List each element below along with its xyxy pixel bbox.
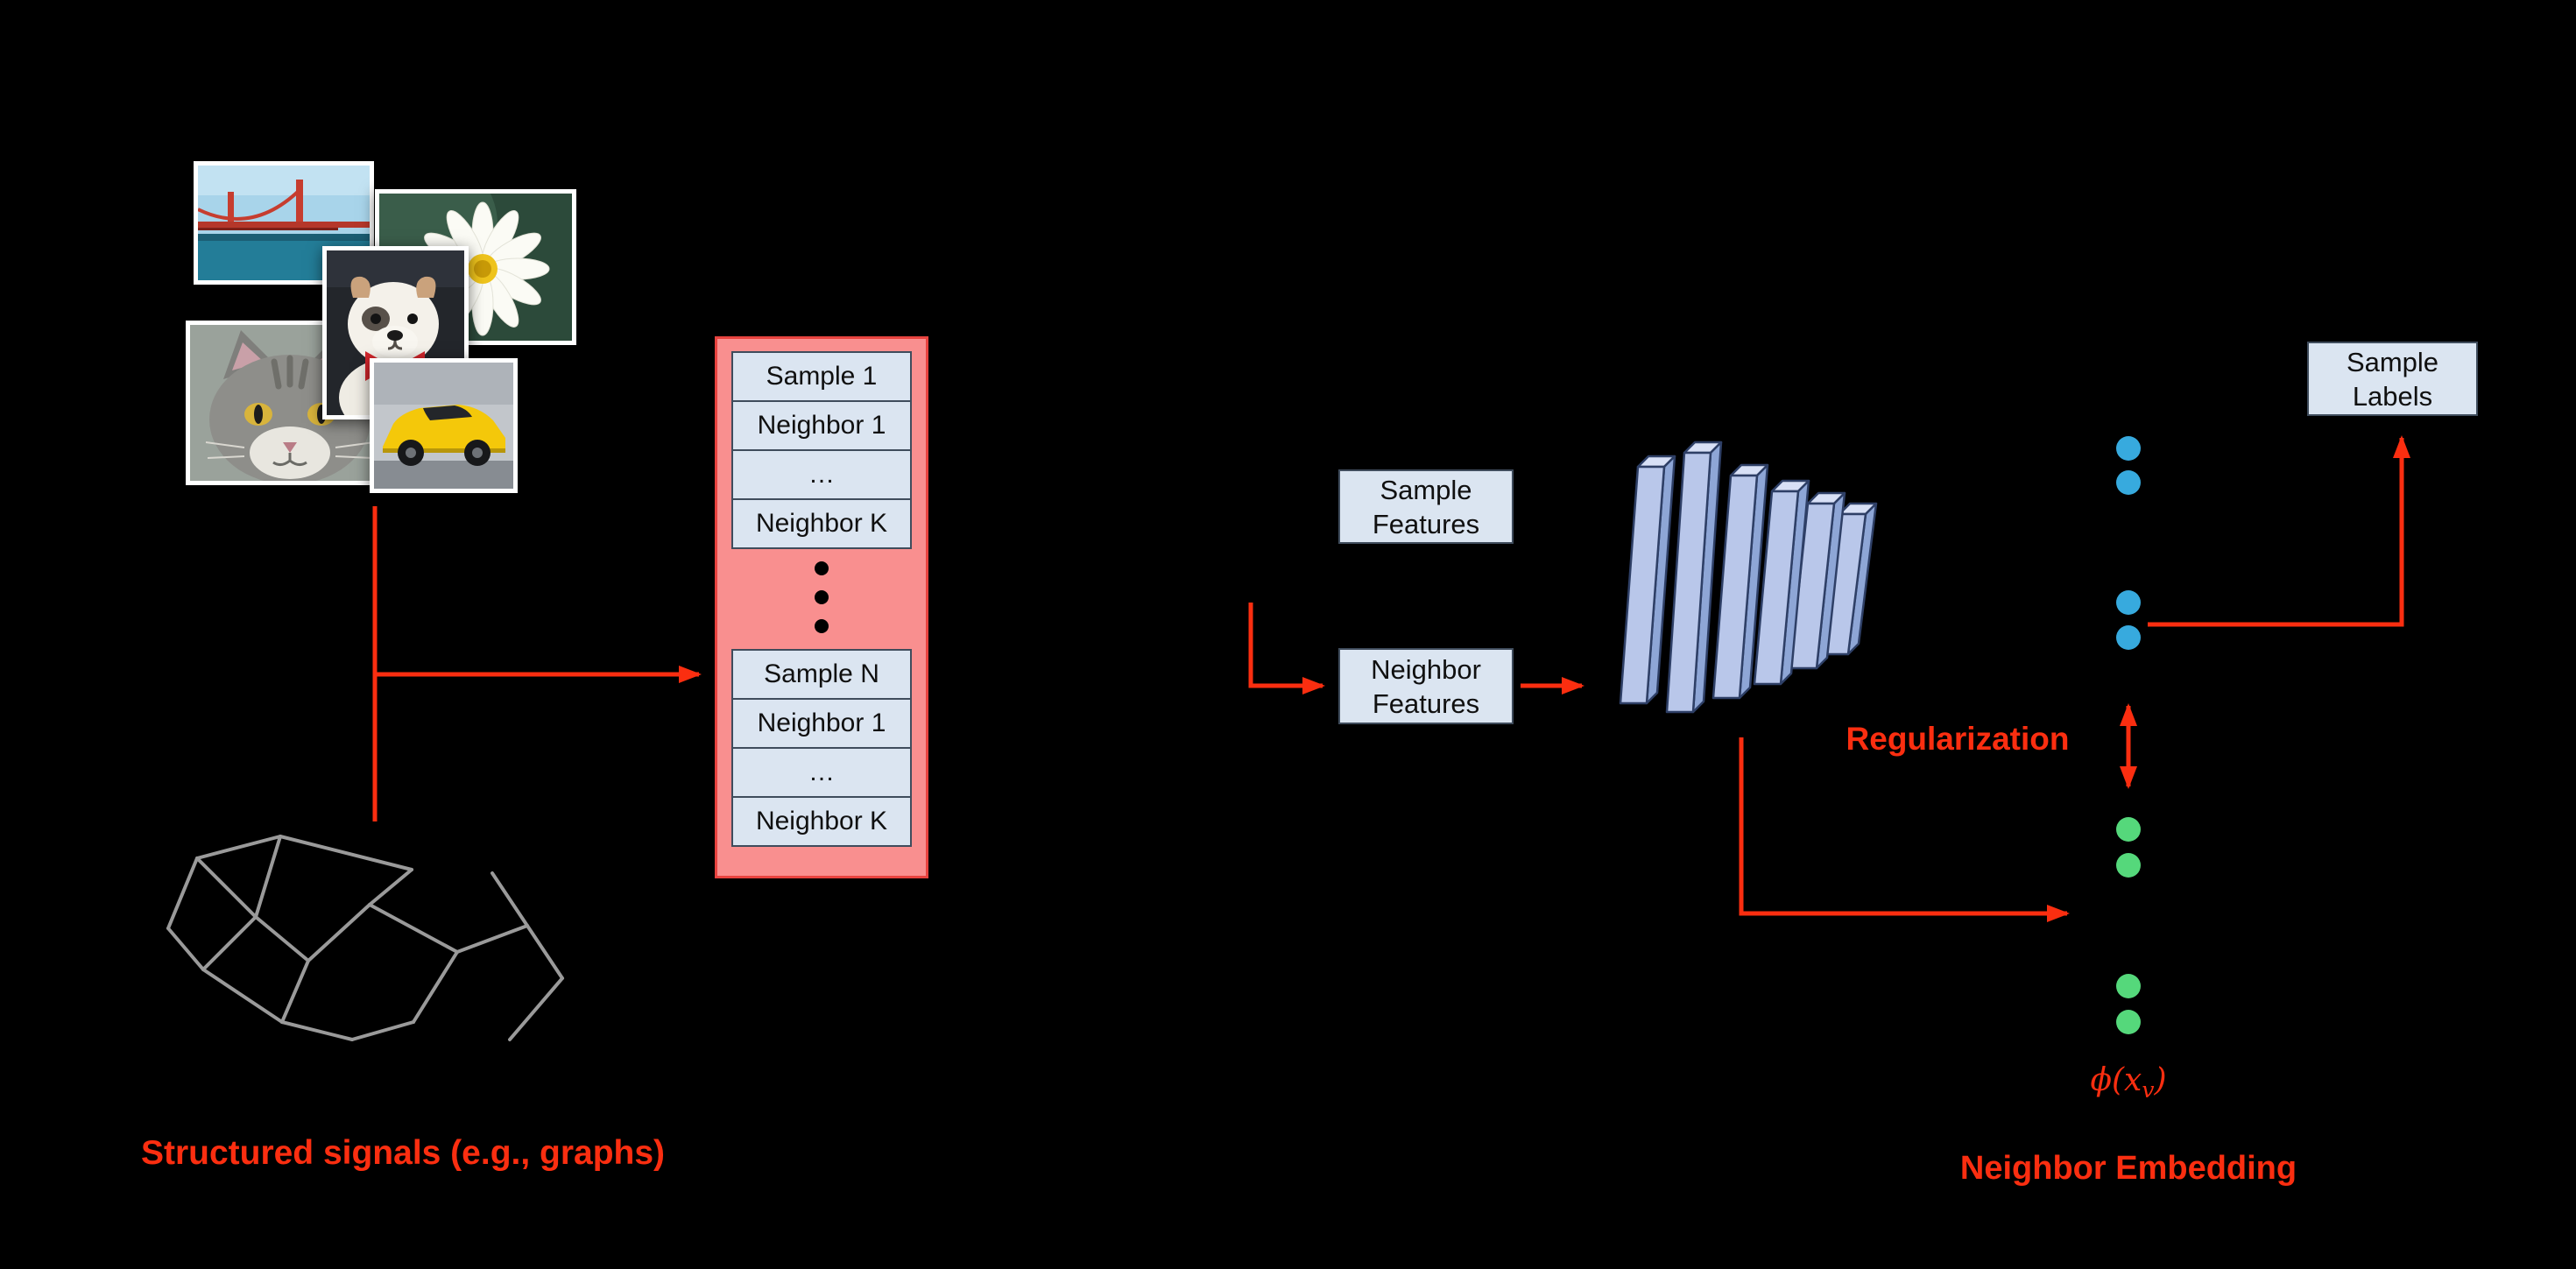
photo-yellow-sports-car bbox=[370, 358, 518, 493]
neighbor-embedding-dot bbox=[2116, 1010, 2141, 1034]
sample-1-group: Sample 1 Neighbor 1 … Neighbor K bbox=[731, 351, 912, 549]
stack-row-neighbor-1: Neighbor 1 bbox=[731, 400, 912, 451]
nn-layer-3 bbox=[1711, 463, 1769, 700]
arrow-network-to-neighbor-embedding bbox=[1739, 737, 2070, 922]
neighbor-embedding-dot bbox=[2116, 817, 2141, 842]
neural-network-illustration bbox=[1619, 441, 1878, 714]
stack-row-neighbor-1b: Neighbor 1 bbox=[731, 698, 912, 749]
sample-labels-line1: Sample bbox=[2346, 346, 2439, 377]
neighbor-embedding-dot bbox=[2116, 974, 2141, 998]
neighbor-embedding-label: Neighbor Embedding bbox=[1959, 1150, 2297, 1187]
neighbor-features-line2: Features bbox=[1372, 687, 1480, 719]
stack-row-ellipsis-b: … bbox=[731, 747, 912, 798]
stack-row-neighbor-kb: Neighbor K bbox=[731, 796, 912, 847]
nn-layer-4 bbox=[1753, 479, 1810, 686]
sample-features-line1: Sample bbox=[1380, 474, 1472, 505]
structured-signals-label: Structured signals (e.g., graphs) bbox=[140, 1134, 666, 1172]
stack-row-ellipsis: … bbox=[731, 449, 912, 500]
phi-close: ) bbox=[2154, 1062, 2167, 1098]
nn-layer-5 bbox=[1789, 491, 1846, 670]
sample-embedding-dot bbox=[2116, 625, 2141, 650]
sample-labels-line2: Labels bbox=[2352, 380, 2433, 412]
sample-embedding-dot bbox=[2116, 590, 2141, 615]
sample-embedding-dot bbox=[2116, 470, 2141, 495]
sample-features-line2: Features bbox=[1372, 508, 1480, 539]
stack-row-sample-1: Sample 1 bbox=[731, 351, 912, 402]
nn-layer-6 bbox=[1820, 502, 1878, 656]
stack-row-neighbor-k: Neighbor K bbox=[731, 498, 912, 549]
arrow-embedding-to-labels bbox=[2148, 435, 2410, 627]
neighbor-embedding-dot bbox=[2116, 853, 2141, 878]
nn-layer-1 bbox=[1619, 455, 1676, 705]
phi-open: ϕ(x bbox=[2090, 1062, 2142, 1098]
arrow-inputs-to-stack bbox=[372, 506, 699, 821]
phi-subscript: v bbox=[2142, 1077, 2155, 1103]
stack-row-sample-n: Sample N bbox=[731, 649, 912, 700]
neighbor-features-box: Neighbor Features bbox=[1338, 648, 1514, 724]
sample-n-group: Sample N Neighbor 1 … Neighbor K bbox=[731, 649, 912, 847]
sample-embedding-dot bbox=[2116, 436, 2141, 461]
sample-features-box: Sample Features bbox=[1338, 469, 1514, 544]
vertical-ellipsis-icon bbox=[815, 561, 829, 633]
augmented-samples-stack: Sample 1 Neighbor 1 … Neighbor K Sample … bbox=[715, 336, 928, 878]
neighbor-features-line1: Neighbor bbox=[1371, 653, 1481, 685]
phi-xv-label: ϕ(xv) bbox=[2041, 1062, 2216, 1103]
nn-layer-2 bbox=[1665, 441, 1723, 714]
regularization-label: Regularization bbox=[1846, 721, 2070, 757]
sample-labels-box: Sample Labels bbox=[2307, 342, 2478, 416]
structured-graph-illustration bbox=[166, 835, 564, 1041]
arrow-to-neighbor-features bbox=[1248, 603, 1325, 694]
